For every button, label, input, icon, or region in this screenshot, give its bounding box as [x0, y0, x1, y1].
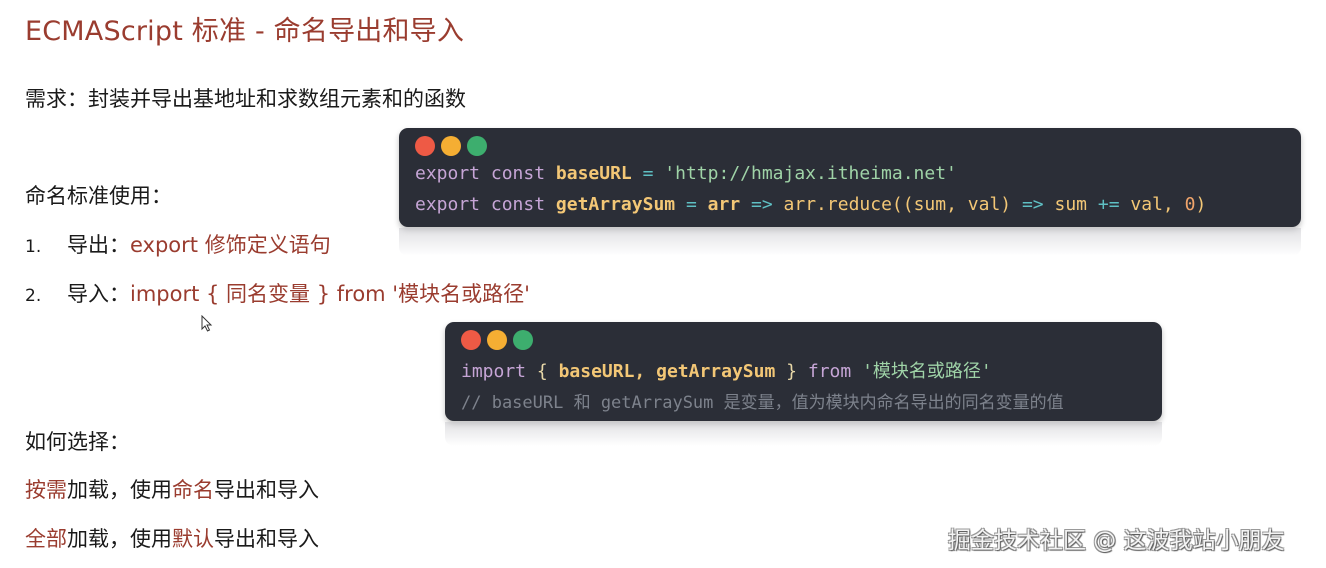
option-text: 加载，使用 [67, 527, 172, 551]
code-identifier: sum [1054, 194, 1088, 215]
slide-title: ECMAScript 标准 - 命名导出和导入 [25, 16, 465, 47]
option-text: 导出和导入 [214, 527, 319, 551]
code-comment: // baseURL 和 getArraySum 是变量，值为模块内命名导出的同… [461, 393, 1064, 413]
code-keyword: import [461, 361, 527, 382]
maximize-dot-icon [467, 136, 487, 156]
close-dot-icon [415, 136, 435, 156]
step-import: 2. 导入：import { 同名变量 } from '模块名或路径' [25, 278, 530, 308]
minimize-dot-icon [487, 330, 507, 350]
step-detail: import { 同名变量 } from '模块名或路径' [130, 282, 530, 306]
code-identifier: getArraySum [555, 194, 676, 215]
code-string: 'http://hmajax.itheima.net' [664, 163, 957, 184]
code-keyword: export [415, 194, 481, 215]
step-detail: export 修饰定义语句 [130, 233, 331, 257]
option-accent: 默认 [172, 527, 214, 551]
option-accent: 全部 [25, 527, 67, 551]
option-accent: 命名 [172, 478, 214, 502]
code-operator: => [1021, 194, 1044, 215]
watermark: 掘金技术社区 @ 这波我站小朋友 [948, 528, 1285, 554]
option-text: 加载，使用 [67, 478, 172, 502]
code-keyword: const [490, 194, 546, 215]
code-line: export const baseURL = 'http://hmajax.it… [415, 163, 957, 184]
code-number: 0 [1184, 194, 1196, 215]
code-punctuation: { [536, 361, 548, 382]
code-operator: = [642, 163, 654, 184]
close-dot-icon [461, 330, 481, 350]
code-reflection [445, 422, 1162, 446]
code-identifier: val, [1130, 194, 1174, 215]
code-identifier: arr [707, 194, 741, 215]
code-operator: += [1097, 194, 1120, 215]
code-string: '模块名或路径' [862, 361, 992, 382]
option-default: 全部加载，使用默认导出和导入 [25, 523, 319, 553]
import-code-block: import { baseURL, getArraySum } from '模块… [445, 322, 1162, 421]
code-operator: => [751, 194, 773, 215]
requirement-text: 需求：封装并导出基地址和求数组元素和的函数 [25, 87, 466, 111]
step-number: 2. [25, 286, 42, 306]
mouse-cursor-icon [201, 315, 213, 332]
option-accent: 按需 [25, 478, 67, 502]
code-call: arr.reduce((sum, val) [783, 194, 1012, 215]
code-keyword: export [415, 163, 481, 184]
code-line: export const getArraySum = arr => arr.re… [415, 194, 1206, 215]
option-named: 按需加载，使用命名导出和导入 [25, 474, 319, 504]
code-keyword: from [807, 361, 852, 382]
code-keyword: const [490, 163, 546, 184]
step-label: 导出： [67, 233, 130, 257]
step-label: 导入： [67, 282, 130, 306]
code-punctuation: ) [1195, 194, 1207, 215]
export-code-block: export const baseURL = 'http://hmajax.it… [399, 128, 1301, 227]
window-controls [461, 330, 533, 350]
code-identifier: baseURL, [558, 361, 646, 382]
window-controls [415, 136, 487, 156]
code-punctuation: } [786, 361, 798, 382]
choose-heading: 如何选择： [25, 430, 130, 454]
code-identifier: baseURL [555, 163, 632, 184]
maximize-dot-icon [513, 330, 533, 350]
code-line: import { baseURL, getArraySum } from '模块… [461, 357, 992, 383]
step-export: 1. 导出：export 修饰定义语句 [25, 229, 331, 259]
minimize-dot-icon [441, 136, 461, 156]
step-number: 1. [25, 237, 42, 257]
code-reflection [399, 228, 1301, 256]
usage-heading: 命名标准使用： [25, 184, 172, 208]
code-operator: = [685, 194, 697, 215]
code-identifier: getArraySum [656, 361, 776, 382]
option-text: 导出和导入 [214, 478, 319, 502]
